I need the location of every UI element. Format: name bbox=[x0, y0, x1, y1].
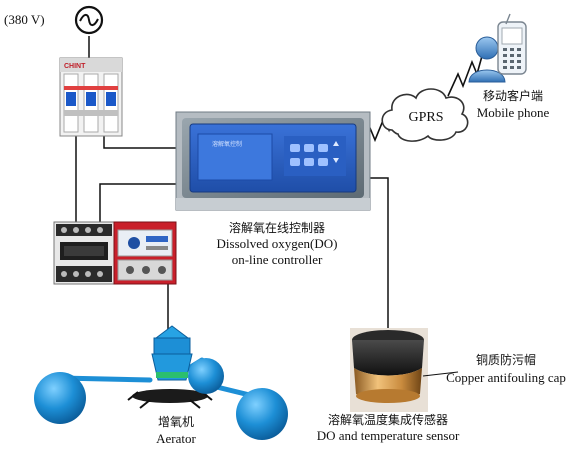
sensor-name-zh: 溶解氧温度集成传感器 bbox=[327, 413, 448, 427]
circuit-breaker-icon bbox=[59, 57, 123, 137]
wire-breaker-controller bbox=[103, 136, 180, 149]
aerator-name-zh: 增氧机 bbox=[157, 415, 194, 429]
controller-name-zh: 溶解氧在线控制器 bbox=[228, 221, 325, 235]
cap-name-zh: 铜质防污帽 bbox=[475, 353, 536, 367]
gprs-cloud-icon bbox=[381, 88, 469, 142]
wire-controller-sensor bbox=[364, 177, 389, 332]
svg-text:溶解氧控制: 溶解氧控制 bbox=[212, 140, 242, 148]
do-controller-icon: 溶解氧控制 bbox=[175, 111, 371, 211]
aerator-name-en: Aerator bbox=[156, 431, 196, 446]
mobile-user-icon bbox=[468, 36, 506, 83]
aerator-icon bbox=[34, 325, 288, 440]
cap-name-en: Copper antifouling cap bbox=[446, 370, 566, 385]
breaker-brand: CHINT bbox=[64, 63, 86, 70]
controller-name-en-2: on-line controller bbox=[231, 252, 323, 267]
mobile-name-en: Mobile phone bbox=[476, 105, 550, 120]
controller-name-en-1: Dissolved oxygen(DO) bbox=[216, 236, 338, 251]
wire-controller-contactor bbox=[99, 183, 182, 222]
thermal-relay-icon bbox=[113, 221, 177, 285]
ac-source-icon bbox=[74, 5, 104, 35]
sensor-name-en: DO and temperature sensor bbox=[316, 428, 460, 443]
supply-voltage-label: (380 V) bbox=[4, 12, 45, 27]
mobile-name-zh: 移动客户端 bbox=[482, 89, 543, 103]
contactor-icon bbox=[53, 221, 115, 285]
do-sensor-icon bbox=[350, 328, 428, 412]
gprs-label: GPRS bbox=[408, 110, 444, 125]
cap-pointer bbox=[422, 371, 459, 377]
mobile-phone-icon bbox=[497, 13, 527, 75]
